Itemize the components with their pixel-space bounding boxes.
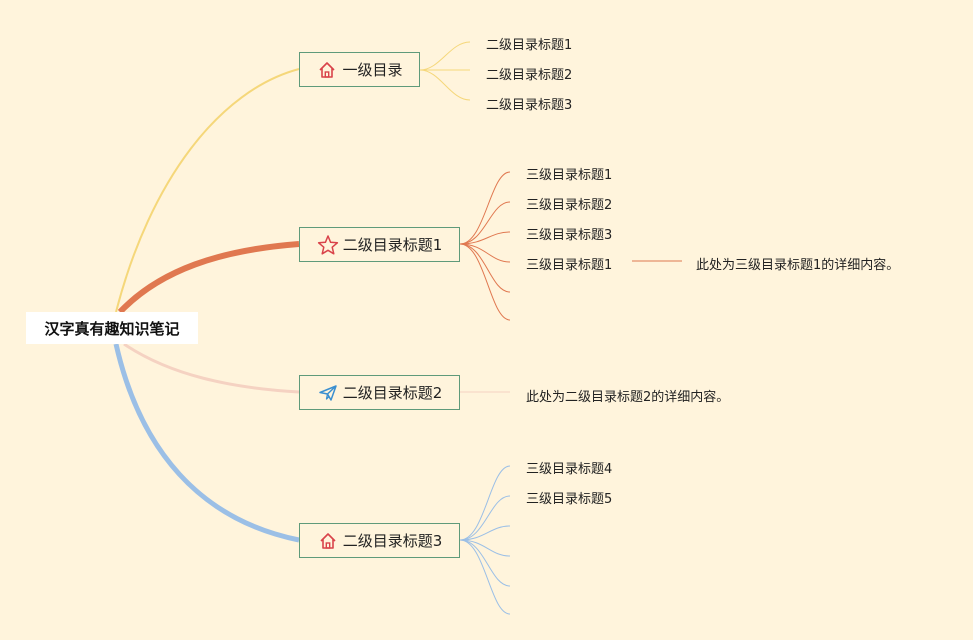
connector-root-to-branch-4: [113, 343, 300, 543]
connector-b2-c5: [459, 243, 511, 293]
connector-b4-c2: [459, 495, 511, 541]
connector-b2-c3: [459, 231, 511, 245]
star-icon: [317, 234, 339, 256]
connector-b4-c1: [459, 465, 511, 541]
branch-label-3: 二级目录标题2: [342, 384, 443, 402]
leaf-b1-1[interactable]: 二级目录标题1: [486, 38, 573, 53]
leaf-b1-2[interactable]: 二级目录标题2: [486, 68, 573, 83]
branch-label-4: 二级目录标题3: [342, 532, 443, 550]
connector-b1-c1: [419, 41, 471, 71]
connector-b4-c3: [459, 525, 511, 541]
leaf-b2-2[interactable]: 三级目录标题2: [526, 198, 613, 213]
leaf-b2-1[interactable]: 三级目录标题1: [526, 168, 613, 183]
home-icon: [317, 530, 339, 552]
branch-label-2: 二级目录标题1: [342, 236, 443, 254]
connector-root-to-branch-2: [117, 241, 300, 315]
connector-b2-c6: [459, 243, 511, 321]
connector-root-to-branch-1: [115, 68, 300, 313]
connector-b1-c3: [419, 69, 471, 101]
branch-topic-2[interactable]: 二级目录标题1: [299, 227, 460, 262]
connector-b2-c2: [459, 201, 511, 245]
detail-b3[interactable]: 此处为二级目录标题2的详细内容。: [526, 390, 730, 405]
leaf-b1-3[interactable]: 二级目录标题3: [486, 98, 573, 113]
leaf-b2-3[interactable]: 三级目录标题3: [526, 228, 613, 243]
leaf-b2-4[interactable]: 三级目录标题1: [526, 258, 613, 273]
connector-root-to-branch-3: [123, 342, 300, 394]
leaf-b4-2[interactable]: 三级目录标题5: [526, 492, 613, 507]
connector-b4-c6: [459, 539, 511, 615]
branch-label-1: 一级目录: [342, 61, 403, 79]
home-icon: [316, 59, 338, 81]
connector-b4-c5: [459, 539, 511, 587]
branch-topic-3[interactable]: 二级目录标题2: [299, 375, 460, 410]
paper-plane-icon: [317, 382, 339, 404]
connector-b2-c1: [459, 171, 511, 245]
root-title: 汉字真有趣知识笔记: [44, 319, 180, 338]
leaf-b4-1[interactable]: 三级目录标题4: [526, 462, 613, 477]
branch-topic-1[interactable]: 一级目录: [299, 52, 420, 87]
root-topic[interactable]: 汉字真有趣知识笔记: [26, 312, 198, 344]
branch-topic-4[interactable]: 二级目录标题3: [299, 523, 460, 558]
detail-b2[interactable]: 此处为三级目录标题1的详细内容。: [696, 258, 900, 273]
